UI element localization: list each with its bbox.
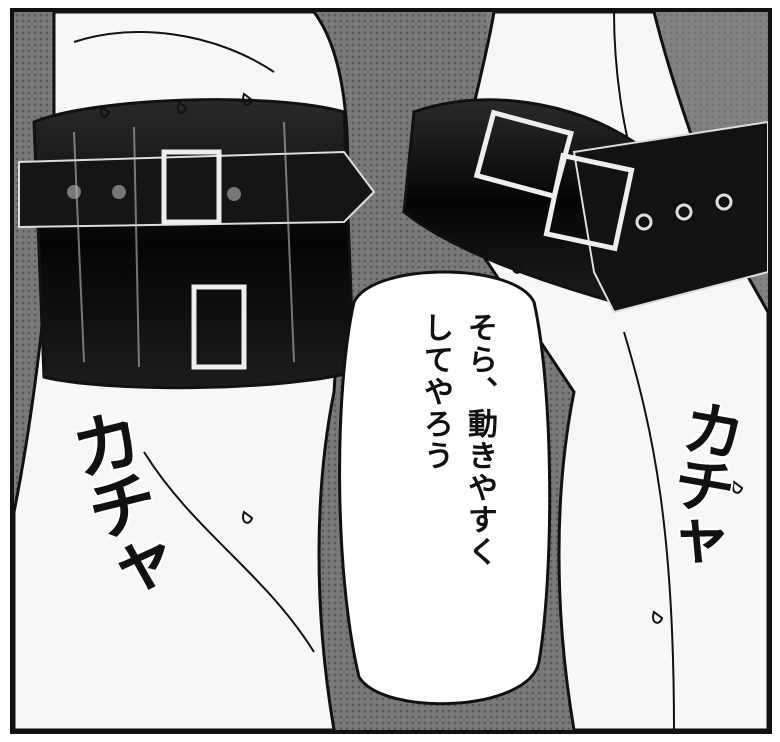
sweat-drops bbox=[99, 92, 744, 624]
speech-bubble bbox=[338, 270, 552, 706]
manga-panel: そら、動きやすく してやろう カチャ カチャ bbox=[10, 8, 772, 734]
right-leather-cuff bbox=[402, 98, 768, 314]
panel-artwork bbox=[14, 12, 768, 730]
left-leather-cuff bbox=[18, 98, 376, 390]
